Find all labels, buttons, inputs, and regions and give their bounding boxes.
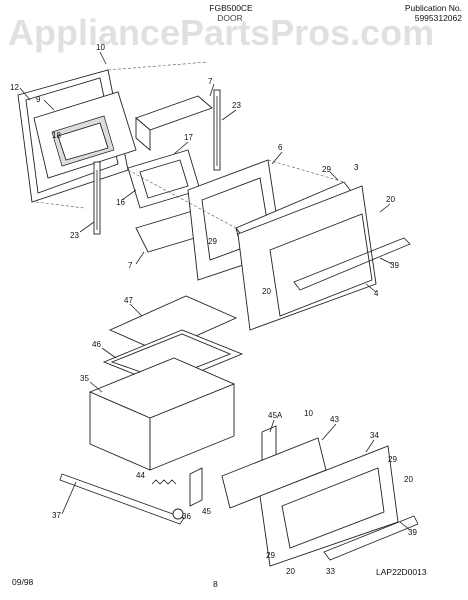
callout-35: 35 [80,374,89,383]
watermark-text: AppliancePartsPros.com [8,12,435,53]
callout-10: 10 [96,43,105,52]
callout-23-left: 23 [70,231,79,240]
callout-10-lower: 10 [304,409,313,418]
hinge-right [213,89,221,171]
drawer-spring [151,479,177,485]
publication-label: Publication No. [404,3,462,13]
callout-33: 33 [326,567,335,576]
callout-46: 46 [92,340,101,349]
broiler-drawer [88,357,236,471]
callout-45: 45 [202,507,211,516]
hinge-left [93,161,101,235]
callout-47: 47 [124,296,133,305]
callout-34: 34 [370,431,379,440]
callout-29-right: 29 [388,455,397,464]
callout-20-lower: 20 [286,567,295,576]
publication-number: 5995312062 [414,13,462,23]
callout-4: 4 [374,289,379,298]
callout-20-door: 20 [262,287,271,296]
model-number: FGB500CE [209,3,253,13]
callout-20-right-lower: 20 [404,475,413,484]
callout-37: 37 [52,511,61,520]
callout-9: 9 [36,95,41,104]
page-number: 8 [213,579,218,589]
callout-39-upper: 39 [390,261,399,270]
drawer-handle [323,515,419,561]
inner-door-panel [33,91,137,179]
callout-36: 36 [182,512,191,521]
callout-18: 18 [52,131,61,140]
outer-door-glass [237,185,377,331]
callout-29-liner: 29 [208,237,217,246]
callout-39-lower: 39 [408,528,417,537]
callout-3: 3 [354,163,359,172]
drawer-rail [59,473,185,525]
insulation-upper [135,95,213,131]
callout-16: 16 [116,198,125,207]
callout-6: 6 [278,143,283,152]
drawing-code: LAP22D0013 [376,567,427,577]
callout-29: 29 [322,165,331,174]
broiler-pan-insert [108,295,238,353]
callout-45A: 45A [268,411,283,420]
oven-handle [293,237,411,291]
callout-17: 17 [184,133,193,142]
callout-44: 44 [136,471,145,480]
washer [172,508,184,520]
callout-23-right: 23 [232,101,241,110]
callout-20-right: 20 [386,195,395,204]
section-title: DOOR [217,13,243,23]
callout-12: 12 [10,83,19,92]
revision-date: 09/98 [12,577,34,587]
pivot-bracket [189,467,203,507]
callout-7-lower: 7 [128,261,133,270]
callout-43: 43 [330,415,339,424]
callout-7-upper: 7 [208,77,213,86]
callout-29-lower: 29 [266,551,275,560]
